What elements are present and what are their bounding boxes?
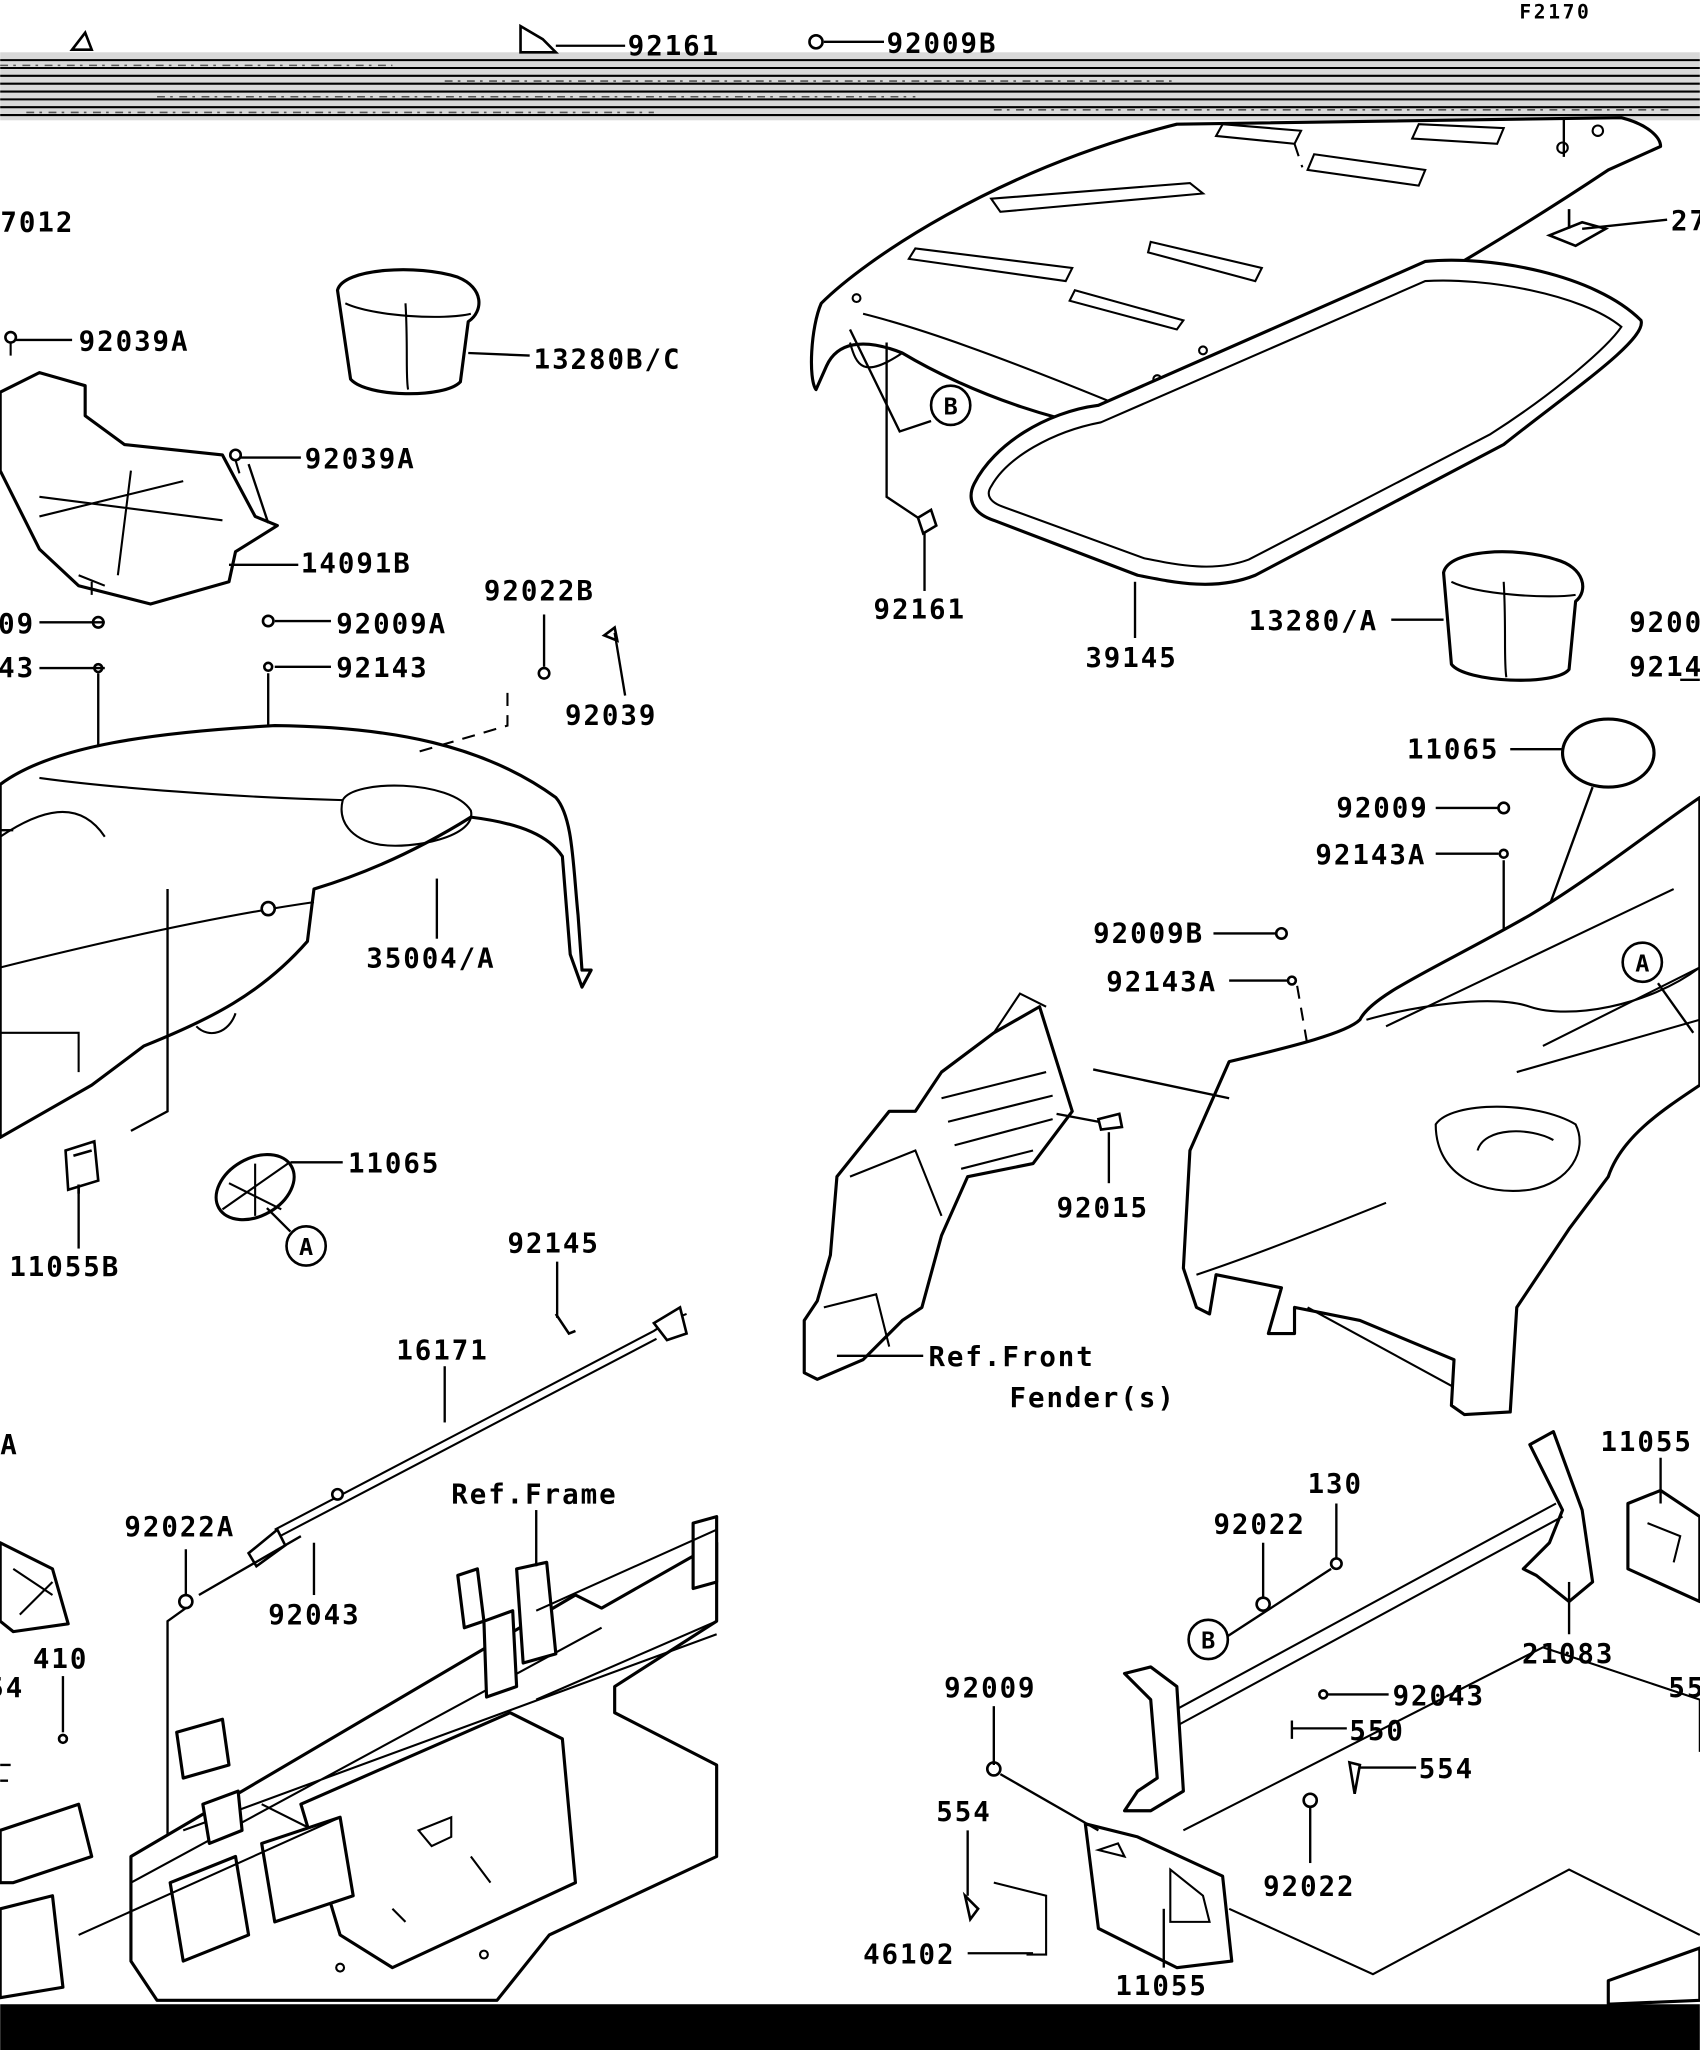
- label-11065-left: 11065: [348, 1149, 440, 1180]
- label-92022-1: 92022: [1213, 1510, 1305, 1541]
- label-92022A: 92022A: [124, 1512, 235, 1543]
- svg-text:B: B: [944, 392, 958, 420]
- label-554-left: 554: [0, 1673, 24, 1704]
- label-92161: 92161: [874, 594, 966, 625]
- label-13280A: 13280/A: [1249, 606, 1378, 637]
- roof-seal: [969, 258, 1643, 586]
- frame-ref: [0, 1515, 719, 2002]
- label-11055-right: 11055: [1600, 1427, 1692, 1458]
- roof-panel: [809, 116, 1663, 434]
- label-14091B: 14091B: [301, 549, 412, 580]
- bottom-scan-edge: [0, 2004, 1700, 2050]
- ref-front-fender-part: [802, 992, 1074, 1381]
- cap-11065-right: [1560, 717, 1656, 789]
- label-55-edge: 55: [1668, 1673, 1700, 1704]
- label-a-edge: A: [0, 1430, 18, 1461]
- fastener-set-right: [1274, 801, 1511, 986]
- label-21083: 21083: [1522, 1639, 1614, 1670]
- clip-92161: [916, 507, 938, 536]
- clip-92161-top: [519, 23, 559, 54]
- label-92143-right-top: 92143: [1629, 652, 1700, 683]
- label-92009-low: 92009: [944, 1673, 1036, 1704]
- label-ref-frame: Ref.Frame: [451, 1480, 617, 1511]
- label-92043-left: 92043: [268, 1600, 360, 1631]
- label-92043-right: 92043: [1393, 1681, 1485, 1712]
- cup-holder-left: [335, 268, 481, 396]
- label-130: 130: [1308, 1469, 1363, 1500]
- bumper-assembly: [993, 1430, 1700, 2006]
- label-92022-2: 92022: [1263, 1872, 1355, 1903]
- label-ref-front-fender-1: Ref.Front: [928, 1342, 1094, 1373]
- label-92009B: 92009B: [1093, 919, 1204, 950]
- bracket-11055B: [64, 1139, 100, 1194]
- label-92143-left: 92143: [0, 653, 35, 684]
- label-92039A-1: 92039A: [79, 326, 190, 357]
- front-fender-body: [1181, 795, 1700, 1417]
- label-92161-top: 92161: [628, 31, 720, 62]
- label-39145: 39145: [1085, 643, 1177, 674]
- label-550: 550: [1349, 1716, 1404, 1747]
- screw-92009B-top: [808, 33, 824, 50]
- svg-text:B: B: [1201, 1627, 1215, 1655]
- label-92009A: 92009A: [336, 609, 447, 640]
- label-27-right: 27: [1671, 206, 1700, 237]
- callout-b-bumper: B: [1187, 1618, 1230, 1661]
- label-92143A-1: 92143A: [1315, 840, 1426, 871]
- label-92015: 92015: [1057, 1193, 1149, 1224]
- label-410: 410: [33, 1644, 88, 1675]
- label-92009-mid: 92009: [1336, 793, 1428, 824]
- cap-11065-left: [214, 1153, 296, 1222]
- label-554-1: 554: [1419, 1754, 1474, 1785]
- bracket-27: [1545, 209, 1610, 248]
- rear-fender-35004A: [0, 692, 593, 1140]
- part-labels: 92161 92009B 27012 92039A 13280B/C 92039…: [0, 28, 1700, 2002]
- label-ref-front-fender-2: Fender(s): [1010, 1383, 1176, 1414]
- label-35004A: 35004/A: [366, 943, 495, 974]
- label-92009-right-top: 92009: [1629, 607, 1700, 638]
- label-92143A-2: 92143A: [1106, 967, 1217, 998]
- label-11065-right: 11065: [1407, 734, 1499, 765]
- figure-code: F2170: [1519, 0, 1591, 23]
- callout-a-right: A: [1621, 941, 1664, 984]
- label-554-2: 554: [936, 1797, 991, 1828]
- svg-text:A: A: [299, 1233, 313, 1261]
- label-27012: 27012: [0, 207, 74, 238]
- label-16171: 16171: [396, 1336, 488, 1367]
- side-panel-14091B: [0, 371, 279, 606]
- rod-16171: [246, 1305, 689, 1569]
- label-92143: 92143: [336, 653, 428, 684]
- callout-a-left: A: [285, 1225, 328, 1267]
- label-11055: 11055: [1115, 1971, 1207, 2002]
- label-46102: 46102: [863, 1940, 955, 1971]
- label-13280BC: 13280B/C: [534, 345, 682, 376]
- label-92009-left: 92009: [0, 609, 35, 640]
- callout-b-roof: B: [929, 384, 972, 427]
- scan-noise-band: [0, 52, 1700, 121]
- label-92039A-2: 92039A: [305, 444, 416, 475]
- label-92039: 92039: [565, 700, 657, 731]
- label-92022B: 92022B: [484, 576, 595, 607]
- cup-holder-right: [1441, 550, 1585, 682]
- label-92009B-top: 92009B: [887, 28, 998, 59]
- label-11055B: 11055B: [9, 1252, 120, 1283]
- fastener-set-left: [4, 330, 620, 680]
- svg-text:A: A: [1635, 949, 1649, 977]
- label-92145: 92145: [507, 1228, 599, 1259]
